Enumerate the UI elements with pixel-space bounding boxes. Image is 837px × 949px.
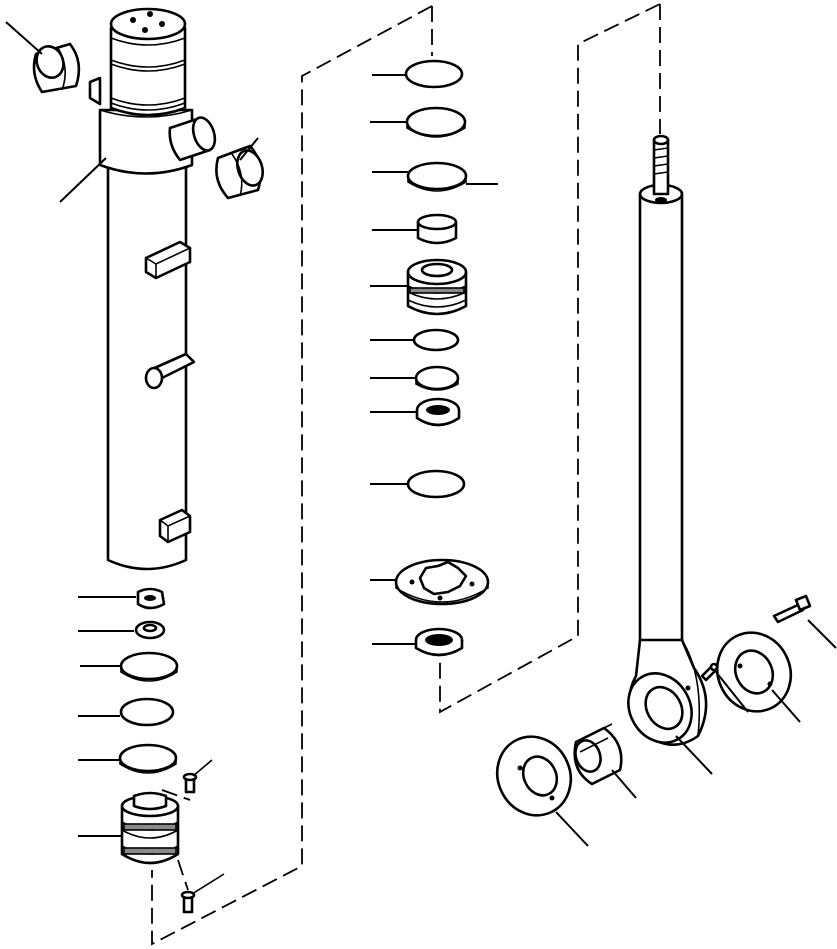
piston-ring-2 bbox=[118, 743, 178, 774]
center-leaders bbox=[370, 74, 498, 645]
tube-bushing-right bbox=[215, 144, 264, 200]
piston-o-ring bbox=[119, 697, 175, 727]
gland-backup-ring bbox=[414, 365, 460, 391]
piston-ring-1 bbox=[119, 651, 179, 682]
piston-washer bbox=[134, 620, 166, 640]
piston-leaders bbox=[78, 596, 136, 837]
piston-nut bbox=[136, 587, 166, 610]
grease-fitting bbox=[700, 662, 719, 682]
gland-large-o-ring bbox=[406, 469, 466, 499]
lock-plate bbox=[394, 558, 490, 606]
seal-backup-ring-2 bbox=[406, 161, 468, 192]
seal-o-ring-1 bbox=[404, 59, 464, 89]
piston-body bbox=[120, 791, 180, 865]
gland-body bbox=[406, 258, 468, 316]
seal-bushing bbox=[416, 213, 458, 245]
set-screw-upper bbox=[161, 759, 213, 801]
washer-bolt bbox=[772, 594, 812, 624]
piston-rod bbox=[638, 134, 684, 657]
set-screw-lower bbox=[177, 859, 225, 914]
rod-leaders bbox=[555, 619, 837, 847]
gland-rod-seal bbox=[415, 397, 461, 427]
rod-eye bbox=[627, 638, 708, 746]
eye-bushing bbox=[573, 723, 623, 786]
seal-backup-ring-1 bbox=[405, 106, 467, 138]
cylinder-tube bbox=[88, 7, 217, 571]
assembly-path-lines bbox=[151, 3, 661, 946]
eye-thrust-washer-front bbox=[495, 735, 573, 817]
wiper-seal bbox=[414, 627, 464, 657]
gland-o-ring bbox=[412, 328, 460, 352]
tube-bushing-left bbox=[32, 42, 81, 94]
tube-leaders bbox=[5, 21, 259, 203]
